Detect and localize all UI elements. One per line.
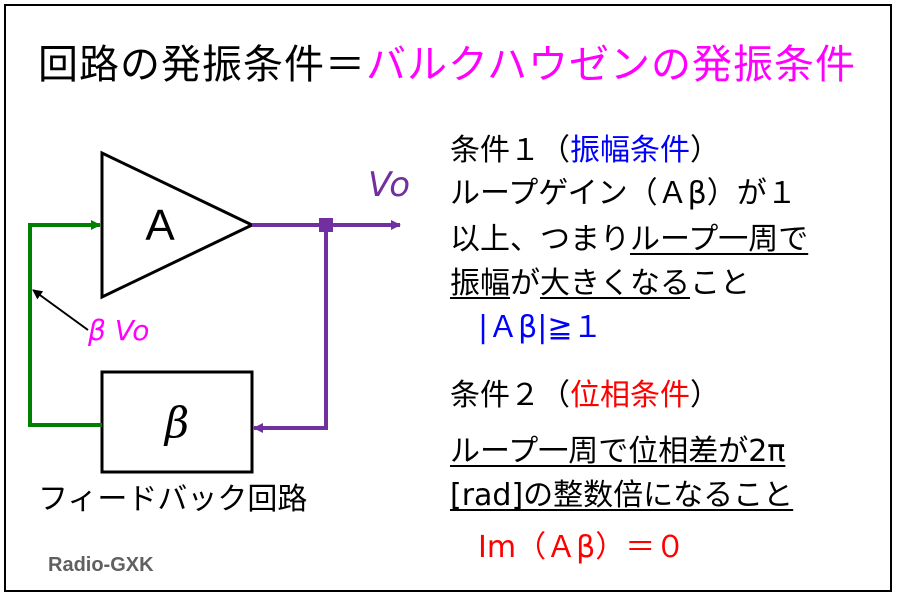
condition1-line1: ループゲイン（Ａβ）が１ [450,176,797,211]
feedback-input-wire [28,220,102,427]
condition1-line2-underlined: ループ一周で [630,222,809,257]
condition2-formula: Im（Ａβ）＝０ [478,530,686,565]
condition2-heading-name: 位相条件 [570,378,690,413]
condition1-line3-plain-2: こと [690,266,750,301]
condition2-line2: [rad]の整数倍になること [450,478,794,513]
feedback-signal-label: β Vo [87,314,149,347]
page-title: 回路の発振条件＝バルクハウゼンの発振条件 [38,40,856,90]
condition1-line3-plain-1: が [510,266,540,301]
feedback-pointer-arrow [32,289,89,331]
diagram-frame [4,4,892,592]
condition2-heading: 条件２（位相条件） [450,378,720,414]
amplifier-label: A [145,201,175,250]
beta-block [100,370,254,474]
feedback-circuit-caption: フィードバック回路 [38,482,308,517]
condition1-heading-suffix: ） [690,133,720,168]
condition1-formula: |Ａβ|≧１ [478,310,603,345]
condition1-line2-plain: 以上、つまり [450,222,630,257]
condition2-heading-prefix: 条件２（ [450,378,570,413]
feedback-return-wire [253,225,328,433]
title-part-2: バルクハウゼンの発振条件 [366,42,856,88]
condition1-line3-underlined-2: 大きくなる [540,266,690,301]
condition2-heading-suffix: ） [690,378,720,413]
output-voltage-label: Vo [368,165,410,205]
condition1-heading-prefix: 条件１（ [450,133,570,168]
condition1-line3-underlined-1: 振幅 [450,266,510,301]
condition1-line2: 以上、つまりループ一周で [450,222,808,258]
condition2-line1: ループ一周で位相差が2π [450,434,786,469]
watermark-text: Radio-GXK [48,554,154,576]
condition1-line3: 振幅が大きくなること [450,266,750,302]
condition1-heading-name: 振幅条件 [570,133,690,168]
condition1-heading: 条件１（振幅条件） [450,133,720,169]
title-part-1: 回路の発振条件＝ [38,42,366,88]
beta-block-label: β [163,398,189,447]
amplifier-triangle [100,150,256,300]
